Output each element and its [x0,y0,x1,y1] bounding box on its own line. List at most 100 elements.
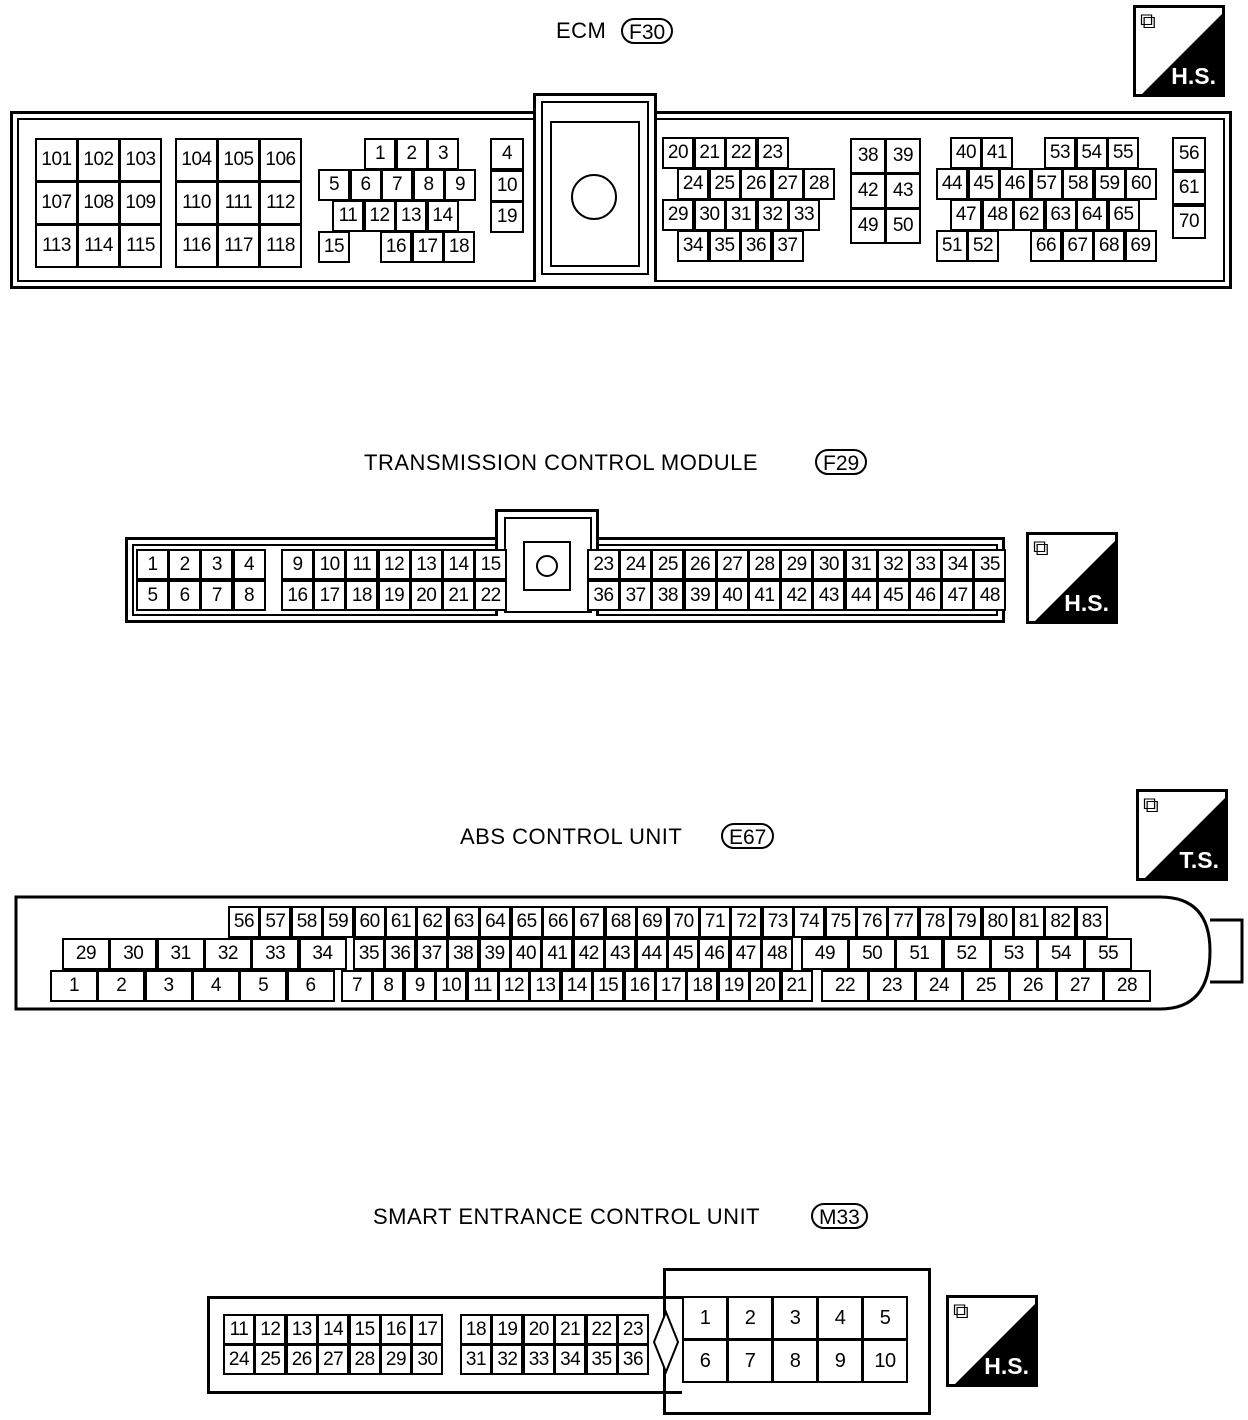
sec-pin-5: 5 [862,1296,908,1340]
ecm-pin-117: 117 [217,224,260,268]
tcm-pin-3: 3 [200,549,234,580]
ecm-pin-13: 13 [395,200,427,232]
sec-pin-10: 10 [862,1339,908,1383]
ecm-pin-5: 5 [318,169,350,201]
tcm-pin-45: 45 [876,580,910,611]
connector-icon: ⧉ [1033,535,1049,560]
sec-pin-32: 32 [491,1344,524,1375]
tcm-pin-35: 35 [973,549,1007,580]
ecm-pin-31: 31 [725,199,757,231]
tcm-pin-40: 40 [715,580,749,611]
ecm-pin-36: 36 [740,230,772,262]
tcm-pin-33: 33 [909,549,942,580]
ecm-pin-37: 37 [771,230,804,262]
ecm-pin-22: 22 [725,137,757,169]
ecm-pin-17: 17 [411,231,444,263]
tcm-pin-43: 43 [812,580,846,611]
abs-pin-19: 19 [717,970,750,1002]
ecm-pin-65: 65 [1107,199,1140,231]
tcm-pin-26: 26 [683,549,717,580]
ecm-pin-115: 115 [119,224,162,268]
ecm-pin-21: 21 [693,137,726,169]
abs-pin-68: 68 [604,906,637,938]
abs-badge-label: T.S. [1179,847,1219,873]
sec-divider-diamond-border [652,1309,680,1375]
ecm-pin-114: 114 [77,224,120,268]
abs-pin-4: 4 [191,970,240,1002]
tcm-pin-13: 13 [409,549,443,580]
tcm-pin-9: 9 [281,549,314,580]
ecm-pin-105: 105 [217,138,260,182]
ecm-pin-102: 102 [77,138,120,182]
ecm-pin-112: 112 [259,181,302,225]
tcm-pin-7: 7 [200,580,234,611]
abs-pin-82: 82 [1044,906,1077,938]
ecm-pin-106: 106 [259,138,302,182]
sec-pin-16: 16 [380,1314,412,1345]
abs-pin-22: 22 [821,970,869,1002]
ecm-pin-67: 67 [1061,230,1094,262]
sec-pin-31: 31 [460,1344,492,1375]
ecm-pin-55: 55 [1107,137,1139,169]
tcm-pin-41: 41 [748,580,781,611]
abs-pin-9: 9 [403,970,436,1002]
ecm-pin-27: 27 [771,168,804,200]
abs-pin-25: 25 [962,970,1010,1002]
tcm-pin-12: 12 [377,549,411,580]
sec-pin-9: 9 [817,1339,863,1383]
ecm-pin-104: 104 [175,138,218,182]
ecm-pin-14: 14 [426,200,459,232]
sec-title: SMART ENTRANCE CONTROL UNIT [373,1204,761,1229]
tcm-pin-25: 25 [651,549,685,580]
abs-pin-1: 1 [50,970,98,1002]
abs-ts-badge: ⧉ T.S. [1136,789,1228,881]
abs-pin-16: 16 [623,970,656,1002]
ecm-pin-61: 61 [1172,171,1206,205]
sec-pin-18: 18 [460,1314,492,1345]
sec-pin-27: 27 [317,1344,350,1375]
ecm-pin-113: 113 [35,224,78,268]
connector-icon: ⧉ [953,1298,969,1323]
tcm-pin-21: 21 [442,580,475,611]
sec-pin-36: 36 [617,1344,649,1375]
abs-pin-49: 49 [801,938,849,970]
sec-pin-15: 15 [348,1314,381,1345]
ecm-pin-34: 34 [677,230,709,262]
abs-pin-52: 52 [942,938,991,970]
sec-pin-13: 13 [285,1314,318,1345]
abs-pin-79: 79 [950,906,983,938]
abs-pin-38: 38 [447,938,480,970]
abs-pin-70: 70 [667,906,700,938]
abs-pin-81: 81 [1013,906,1045,938]
abs-pin-20: 20 [749,970,782,1002]
ecm-pin-35: 35 [708,230,741,262]
ecm-pin-60: 60 [1125,168,1157,200]
abs-pin-62: 62 [416,906,449,938]
abs-pin-28: 28 [1103,970,1151,1002]
ecm-pin-20: 20 [662,137,694,169]
ecm-pin-39: 39 [885,138,921,174]
abs-pin-45: 45 [667,938,699,970]
abs-pin-51: 51 [895,938,944,970]
ecm-pin-29: 29 [662,199,694,231]
abs-pin-59: 59 [322,906,355,938]
abs-pin-6: 6 [286,970,335,1002]
abs-pin-57: 57 [259,906,292,938]
ecm-pin-59: 59 [1093,168,1126,200]
abs-pin-36: 36 [384,938,417,970]
tcm-pin-48: 48 [973,580,1007,611]
abs-pin-40: 40 [510,938,542,970]
sec-pin-33: 33 [522,1344,555,1375]
ecm-pin-40: 40 [950,137,982,169]
ecm-pin-42: 42 [850,173,886,209]
abs-pin-23: 23 [868,970,916,1002]
abs-pin-15: 15 [592,970,625,1002]
tcm-pin-2: 2 [168,549,202,580]
abs-pin-46: 46 [698,938,731,970]
abs-pin-65: 65 [510,906,543,938]
abs-pin-2: 2 [97,970,146,1002]
abs-pin-39: 39 [478,938,511,970]
abs-pin-14: 14 [560,970,593,1002]
tcm-pin-19: 19 [377,580,411,611]
